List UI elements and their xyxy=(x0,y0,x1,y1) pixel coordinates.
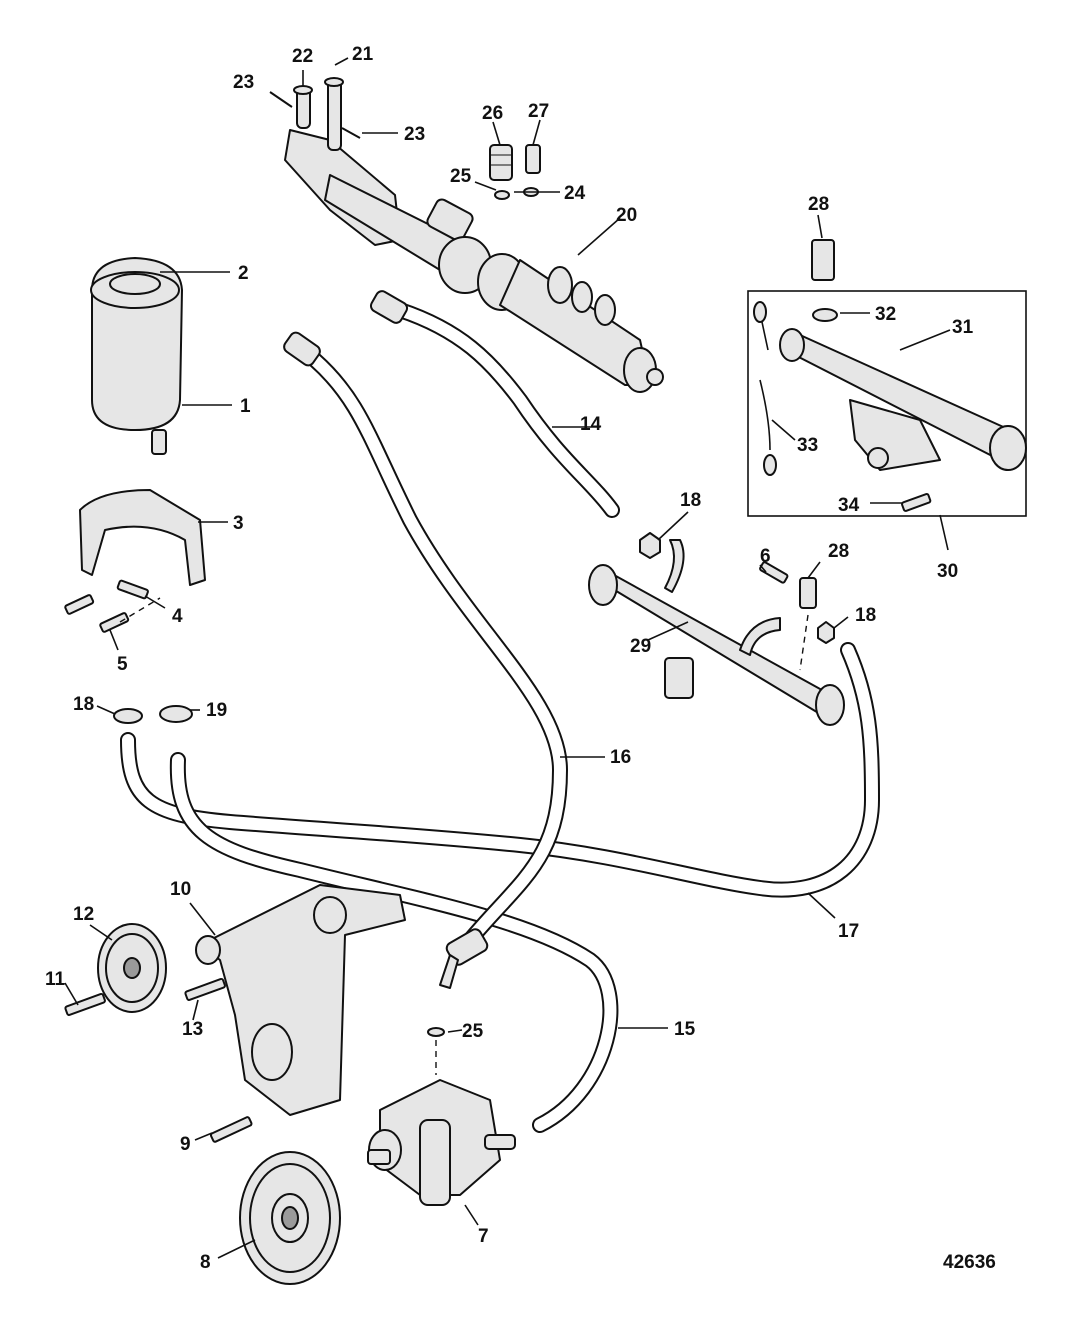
callout-23-right: 23 xyxy=(404,124,425,145)
callout-18-cooler-right: 18 xyxy=(855,605,876,626)
callout-3: 3 xyxy=(233,513,244,534)
hose-15 xyxy=(169,752,619,1133)
callout-labels: 1 2 3 4 5 6 7 8 9 10 11 12 13 14 15 16 1… xyxy=(45,44,996,1273)
hose-clamp-18-cooler-top xyxy=(639,532,661,559)
callout-18-cooler-top: 18 xyxy=(680,490,701,511)
callout-25-upper: 25 xyxy=(450,166,472,187)
idler-pulley-12 xyxy=(97,923,167,1013)
cotter-pin-23a xyxy=(269,91,293,108)
o-ring-25-lower xyxy=(427,1027,445,1037)
callout-6: 6 xyxy=(760,546,771,567)
callout-17: 17 xyxy=(838,921,859,942)
callout-5: 5 xyxy=(117,654,128,675)
callout-27: 27 xyxy=(528,101,549,122)
callout-18-left: 18 xyxy=(73,694,94,715)
washer-32 xyxy=(812,308,838,322)
wire-33 xyxy=(753,301,777,476)
power-steering-pump-7 xyxy=(367,1079,516,1206)
callout-8: 8 xyxy=(200,1252,211,1273)
reservoir-bracket-3 xyxy=(79,489,206,586)
callout-28-lower: 28 xyxy=(828,541,849,562)
callout-15: 15 xyxy=(674,1019,696,1040)
bolt-11 xyxy=(64,992,106,1016)
callout-10: 10 xyxy=(170,879,191,900)
callout-14: 14 xyxy=(580,414,602,435)
pin-22 xyxy=(293,85,313,129)
callout-16: 16 xyxy=(610,747,631,768)
cooler-29 xyxy=(588,539,845,726)
callout-24: 24 xyxy=(564,183,586,204)
hose-fitting-16-lower xyxy=(439,928,489,989)
bracket-10 xyxy=(195,884,406,1116)
hose-clamp-18-left xyxy=(113,708,143,724)
bolt-9 xyxy=(209,1116,253,1143)
hose-clamp-18-cooler-right xyxy=(817,621,835,644)
callout-25-lower: 25 xyxy=(462,1021,484,1042)
hose-16 xyxy=(307,352,568,948)
bolt-5b xyxy=(99,612,130,633)
reservoir-1 xyxy=(90,257,183,455)
bolt-5a xyxy=(64,594,95,615)
callout-13: 13 xyxy=(182,1019,203,1040)
o-ring-25-upper xyxy=(494,190,510,200)
callout-23-left: 23 xyxy=(233,72,254,93)
callout-22: 22 xyxy=(292,46,313,67)
screw-34 xyxy=(901,493,932,512)
inset-box-30 xyxy=(747,290,1027,517)
hose-fitting-14-upper xyxy=(369,290,409,324)
bolt-4 xyxy=(116,579,149,600)
callout-31: 31 xyxy=(952,317,974,338)
figure-number: 42636 xyxy=(943,1252,996,1273)
hose-fitting-16-upper xyxy=(283,331,321,367)
fitting-27 xyxy=(525,144,541,174)
callout-29: 29 xyxy=(630,636,651,657)
hose-clamp-19 xyxy=(159,705,193,723)
callout-7: 7 xyxy=(478,1226,489,1247)
pin-21 xyxy=(324,77,344,151)
cooler-assembly-31 xyxy=(779,328,1027,471)
cotter-pin-23b xyxy=(341,127,361,139)
callout-4: 4 xyxy=(172,606,183,627)
bolt-13 xyxy=(184,977,226,1001)
callout-32: 32 xyxy=(875,304,896,325)
bolt-6 xyxy=(759,561,789,584)
callout-1: 1 xyxy=(240,396,251,417)
callout-21: 21 xyxy=(352,44,374,65)
hose-14 xyxy=(392,302,620,518)
callout-9: 9 xyxy=(180,1134,191,1155)
drive-pulley-8 xyxy=(239,1151,341,1285)
callout-12: 12 xyxy=(73,904,94,925)
callout-34: 34 xyxy=(838,495,860,516)
sender-28-upper xyxy=(811,239,835,281)
callout-11: 11 xyxy=(45,969,66,990)
callout-33: 33 xyxy=(797,435,818,456)
hose-17 xyxy=(120,642,880,898)
callout-2: 2 xyxy=(238,263,249,284)
leader-lines xyxy=(64,57,951,1259)
callout-19: 19 xyxy=(206,700,227,721)
callout-26: 26 xyxy=(482,103,503,124)
callout-28-upper: 28 xyxy=(808,194,829,215)
callout-20: 20 xyxy=(616,205,637,226)
steering-cylinder-20 xyxy=(284,129,664,393)
callout-30: 30 xyxy=(937,561,958,582)
fitting-26 xyxy=(489,144,513,181)
sender-28-lower xyxy=(799,577,817,609)
